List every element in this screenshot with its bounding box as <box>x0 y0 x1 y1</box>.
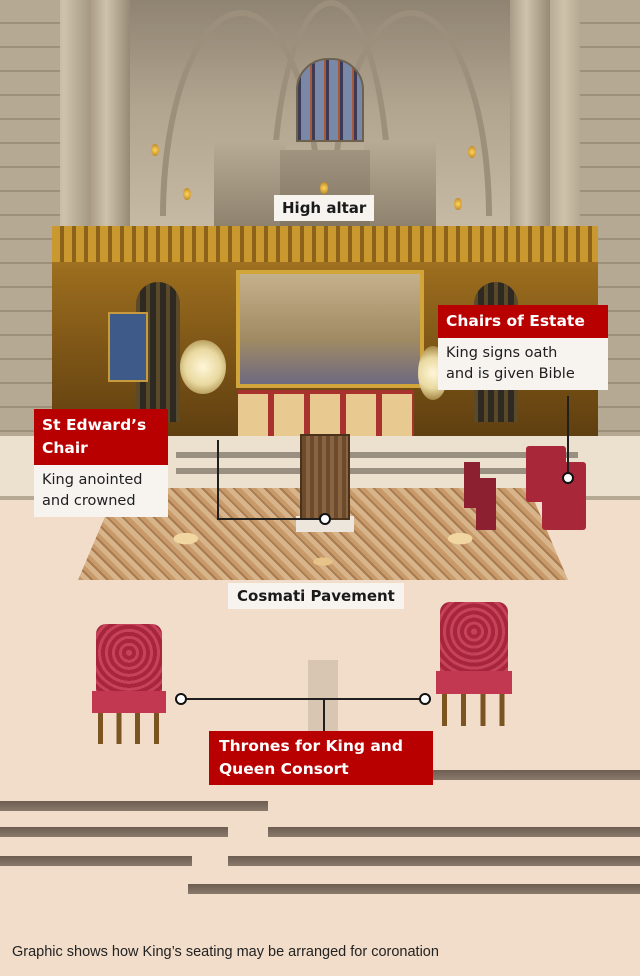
label-title: St Edward’s Chair <box>34 409 168 465</box>
label-cosmati-pavement: Cosmati Pavement <box>228 583 404 609</box>
leader-line-st-edwards <box>217 518 321 520</box>
sanctuary-step <box>176 452 578 458</box>
pointer-dot-queen-throne <box>419 693 431 705</box>
leader-line-chairs-of-estate <box>567 396 569 474</box>
label-title-line: Chair <box>42 439 88 457</box>
hanging-lamp <box>454 198 462 210</box>
label-description-line: King signs oath <box>446 345 558 361</box>
step <box>0 801 268 811</box>
label-description: King signs oath and is given Bible <box>438 338 608 390</box>
label-description-line: King anointed <box>42 472 143 488</box>
step <box>0 827 228 837</box>
label-description: King anointed and crowned <box>34 465 168 517</box>
label-st-edwards-chair: St Edward’s Chair King anointed and crow… <box>34 409 168 517</box>
throne-queen-consort <box>436 602 512 726</box>
pointer-dot-chairs-of-estate <box>562 472 574 484</box>
label-high-altar: High altar <box>274 195 375 221</box>
stone-screen-right <box>364 140 436 230</box>
stained-glass-window <box>296 58 364 142</box>
label-description-line: and crowned <box>42 493 136 509</box>
caption: Graphic shows how King’s seating may be … <box>12 944 439 960</box>
step <box>188 884 640 894</box>
hanging-lamp <box>320 182 328 194</box>
pillar-right-inner <box>510 0 550 230</box>
flower-arrangement <box>180 340 226 394</box>
leader-line-thrones <box>323 699 325 733</box>
throne-back <box>96 624 162 696</box>
label-title-line: Thrones for King and <box>219 737 403 755</box>
step <box>0 856 192 866</box>
step <box>228 856 640 866</box>
prie-dieu <box>476 478 496 530</box>
label-title: Chairs of Estate <box>438 305 608 338</box>
heraldic-banner <box>108 312 148 382</box>
pointer-dot-st-edwards <box>319 513 331 525</box>
step <box>305 770 640 780</box>
throne-back <box>440 602 508 677</box>
last-supper-panel <box>236 270 424 388</box>
throne-seat <box>92 691 166 713</box>
label-title-line: St Edward’s <box>42 416 147 434</box>
throne-legs <box>442 693 506 726</box>
label-title-line: Queen Consort <box>219 760 349 778</box>
throne-king <box>92 624 166 744</box>
hanging-lamp <box>151 144 159 156</box>
hanging-lamp <box>183 188 191 200</box>
leader-line-st-edwards <box>217 440 219 520</box>
label-thrones: Thrones for King and Queen Consort <box>209 731 433 785</box>
throne-seat <box>436 671 512 694</box>
sanctuary-step <box>176 468 578 474</box>
label-description-line: and is given Bible <box>446 366 575 382</box>
label-chairs-of-estate: Chairs of Estate King signs oath and is … <box>438 305 608 390</box>
st-edwards-chair <box>300 434 350 520</box>
reredos-cornice <box>52 226 598 262</box>
hanging-lamp <box>468 146 476 158</box>
throne-legs <box>98 712 160 744</box>
pillar-left-inner <box>90 0 130 230</box>
pointer-dot-king-throne <box>175 693 187 705</box>
leader-line-thrones <box>182 698 426 700</box>
step <box>268 827 640 837</box>
